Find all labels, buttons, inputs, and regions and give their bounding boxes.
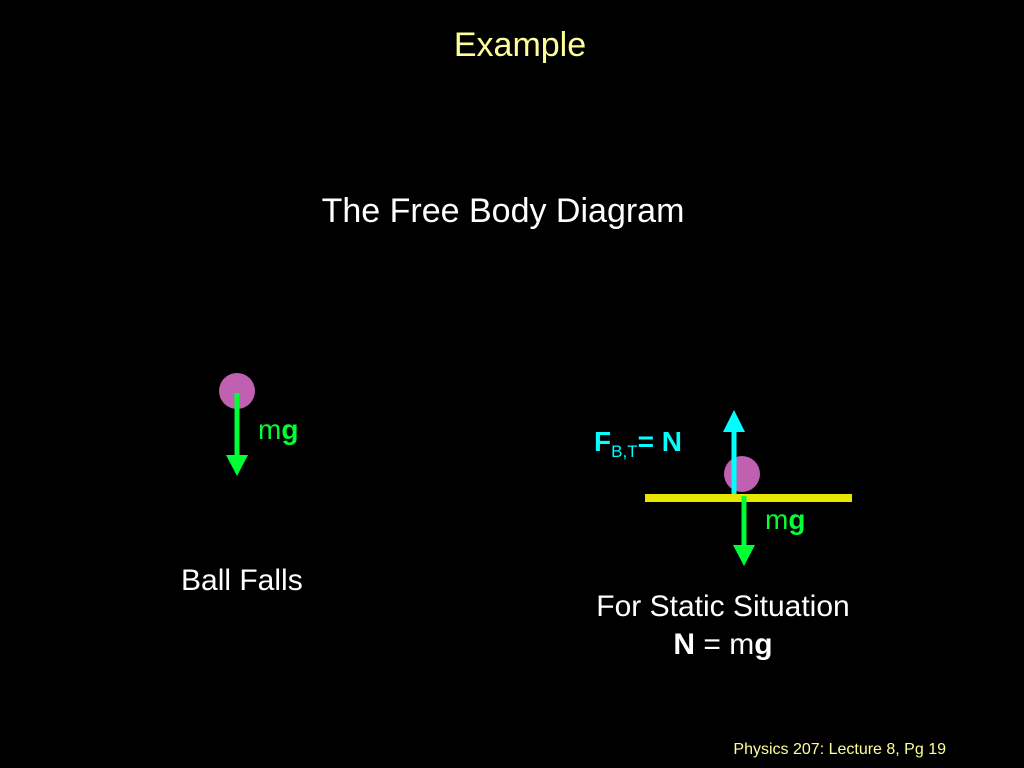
- normal-force-equals: =: [637, 426, 654, 457]
- gravity-arrow-left-head: [226, 455, 248, 476]
- static-caption-eq: = m: [695, 628, 755, 661]
- slide-title: Example: [453, 26, 587, 64]
- normal-force-label: FB,T= N: [594, 426, 682, 462]
- slide-subtitle: The Free Body Diagram: [321, 192, 685, 230]
- static-caption-g: g: [754, 628, 773, 661]
- ball-falls-caption: Ball Falls: [181, 564, 303, 597]
- gravity-label-right: mg: [765, 504, 805, 536]
- static-caption-N: N: [673, 628, 696, 661]
- static-caption-line1: For Static Situation: [596, 590, 850, 623]
- normal-force-F: F: [594, 426, 612, 457]
- slide-footer: Physics 207: Lecture 8, Pg 19: [733, 741, 946, 758]
- normal-force-subscript: B,T: [611, 442, 638, 461]
- gravity-label-right-g: g: [788, 504, 806, 535]
- gravity-label-left-m: m: [258, 414, 282, 445]
- normal-arrow-head: [723, 410, 745, 432]
- falling-ball: [219, 373, 255, 409]
- surface: [645, 494, 852, 502]
- gravity-arrow-right-head: [733, 545, 755, 566]
- resting-ball: [724, 456, 760, 492]
- normal-force-N: N: [661, 426, 682, 457]
- gravity-label-right-m: m: [765, 504, 789, 535]
- gravity-label-left-g: g: [281, 414, 299, 445]
- static-caption-line2: N = mg: [560, 626, 886, 664]
- gravity-label-left: mg: [258, 414, 298, 446]
- static-situation-caption: For Static Situation N = mg: [560, 588, 886, 664]
